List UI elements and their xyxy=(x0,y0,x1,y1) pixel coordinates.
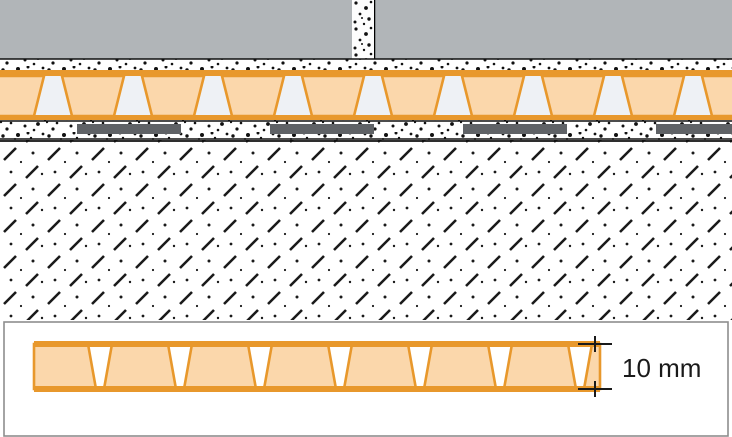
tile-left xyxy=(0,0,356,62)
grout-joint xyxy=(352,0,374,61)
sealing-tape xyxy=(270,124,374,134)
tile-right xyxy=(372,0,732,62)
dimension-label: 10 mm xyxy=(622,353,701,383)
sealing-tape-segments xyxy=(77,124,732,134)
dimension-annotation xyxy=(578,336,612,397)
detail-mat-bottom-skin xyxy=(34,386,600,392)
mat-top-skin xyxy=(0,70,732,76)
bonding-adhesive-layer xyxy=(0,120,732,140)
detail-mat xyxy=(32,341,602,392)
ceramic-tile-layer xyxy=(0,0,732,62)
sealing-tape xyxy=(77,124,181,134)
detail-mat-top-skin xyxy=(34,341,600,347)
sealing-tape xyxy=(656,124,732,134)
mat-bottom-skin xyxy=(0,115,732,120)
uncoupling-mat-layer xyxy=(0,70,732,120)
detail-panel: 10 mm xyxy=(3,321,729,437)
main-cross-section xyxy=(0,0,732,320)
concrete-substrate xyxy=(0,140,732,320)
sealing-tape xyxy=(463,124,567,134)
